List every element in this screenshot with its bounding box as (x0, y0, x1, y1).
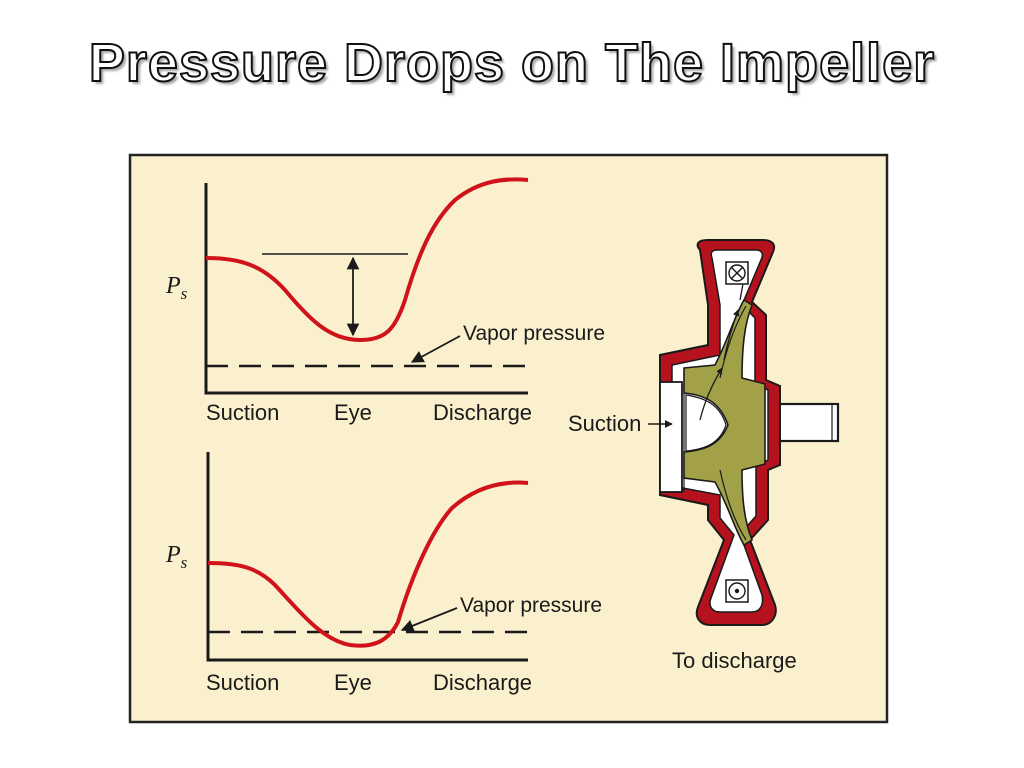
top-graph-axes (204, 183, 528, 395)
bottom-graph-axes (206, 452, 528, 662)
pump-discharge-label: To discharge (672, 648, 797, 673)
bottom-graph: Vapor pressure Ps Suction Eye Discharge (165, 452, 602, 695)
impeller-hub (683, 298, 766, 547)
impeller-eye-flow (685, 394, 727, 452)
top-pressure-curve (205, 177, 529, 343)
pump-cross-section: Suction To discharge (568, 239, 840, 673)
flow-out-of-page-icon (725, 579, 749, 603)
top-vapor-pressure-label: Vapor pressure (463, 322, 605, 345)
bottom-y-axis-label: Ps (165, 542, 188, 572)
top-x-label-discharge: Discharge (433, 400, 532, 425)
bottom-x-label-eye: Eye (334, 670, 372, 695)
bottom-x-label-discharge: Discharge (433, 670, 532, 695)
bottom-vapor-pointer (400, 607, 458, 632)
bottom-pressure-curve (207, 480, 529, 648)
top-y-axis-label: Ps (165, 273, 188, 303)
top-x-label-eye: Eye (334, 400, 372, 425)
suction-eye (659, 381, 683, 493)
bottom-x-label-suction: Suction (206, 670, 279, 695)
top-graph: Vapor pressure Ps Suction Eye Discharge (165, 177, 605, 425)
slide-title: Pressure Drops on The Impeller (88, 32, 936, 94)
bottom-vapor-pressure-label: Vapor pressure (460, 594, 602, 617)
flow-arrow-1 (699, 367, 723, 421)
flow-arrow-2 (723, 309, 740, 361)
flow-into-page-icon (725, 261, 749, 285)
top-vapor-pointer (410, 335, 461, 363)
impeller-vane-bottom (719, 469, 747, 541)
pump-suction-label: Suction (568, 411, 641, 436)
top-x-label-suction: Suction (206, 400, 279, 425)
